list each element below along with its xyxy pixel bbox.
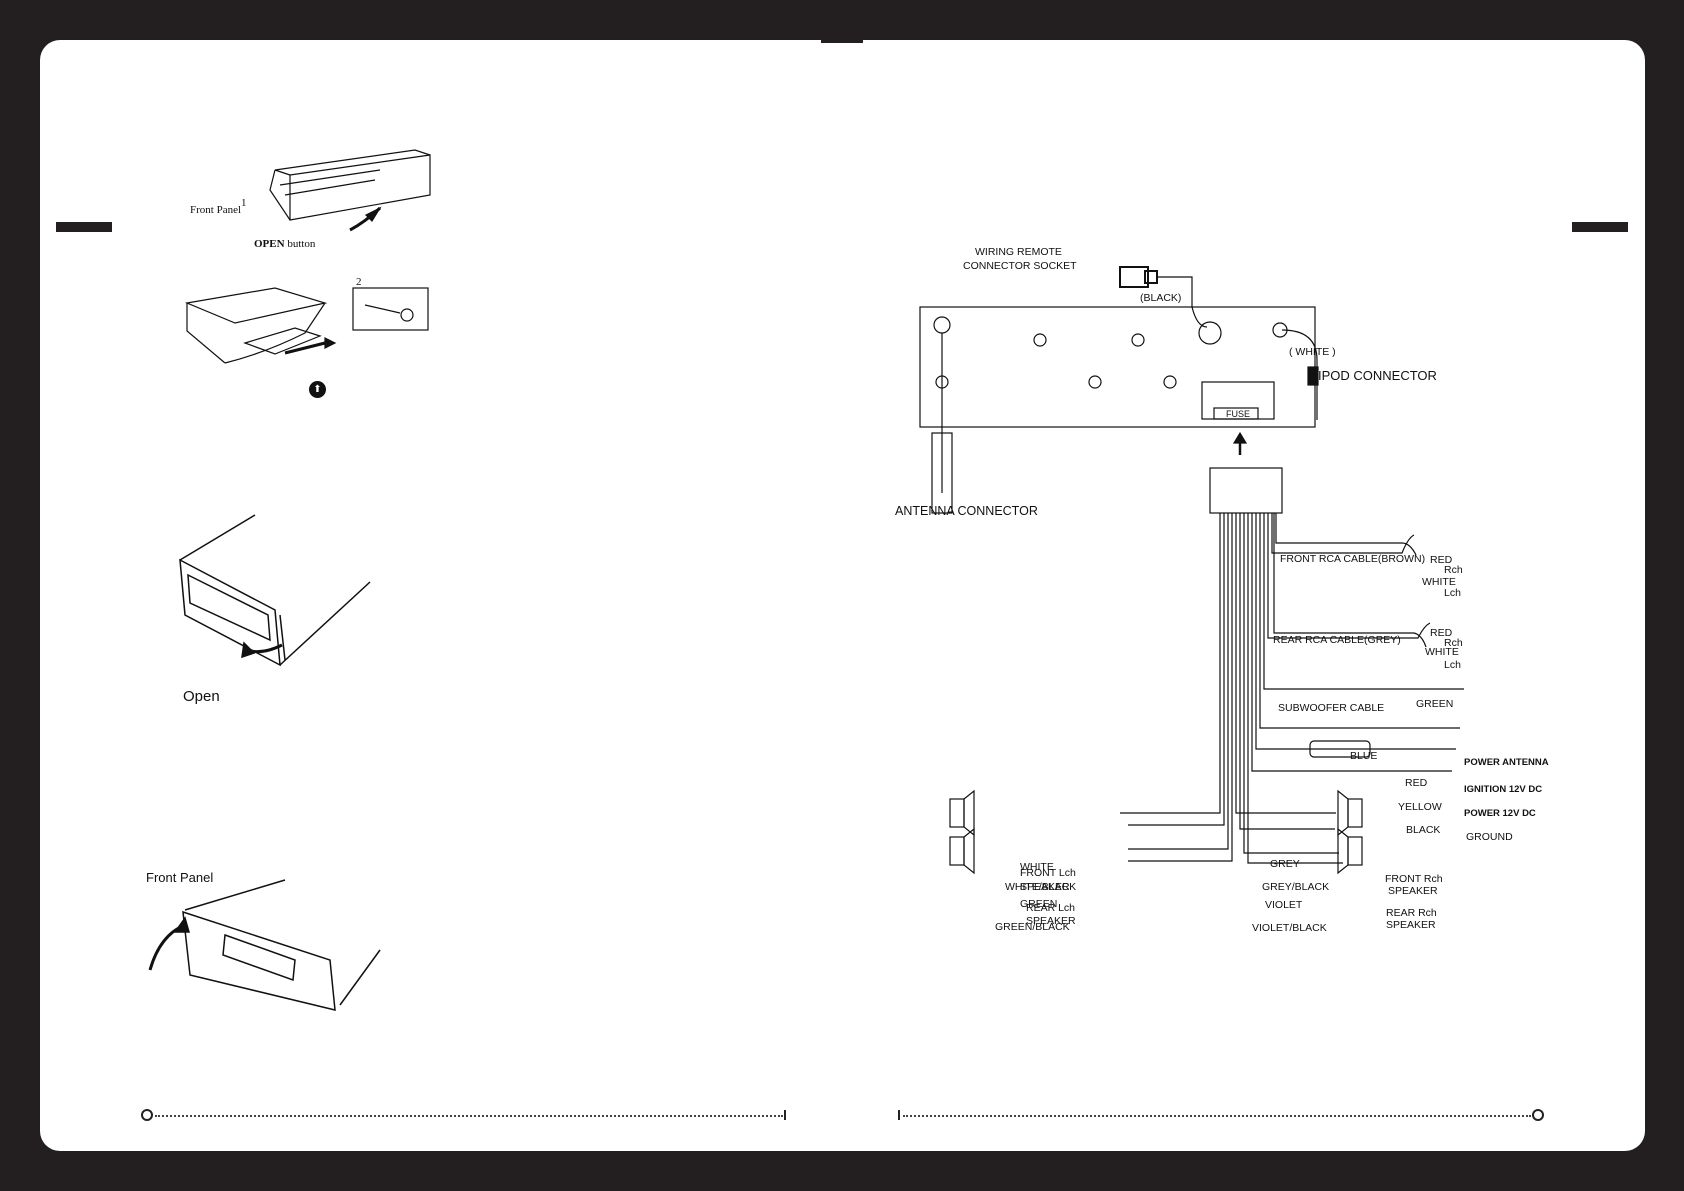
rear-lch-label: REAR Lch xyxy=(1026,902,1076,914)
rear-rca-label: REAR RCA CABLE(GREY) xyxy=(1273,634,1401,646)
front-lch-label: FRONT Lch xyxy=(1020,867,1076,879)
head-unit-chassis xyxy=(919,306,1316,428)
blue-label: BLUE xyxy=(1350,750,1377,762)
rear-rch: Rch xyxy=(1444,637,1463,649)
left-page-tab xyxy=(56,222,112,232)
subwoofer-label: SUBWOOFER CABLE xyxy=(1278,702,1384,714)
rear-rch-label: REAR Rch xyxy=(1386,907,1437,919)
rear-white: WHITE xyxy=(1425,646,1459,658)
power-12v-label: POWER 12V DC xyxy=(1464,808,1536,819)
right-page-tab xyxy=(1572,222,1628,232)
open-word: OPEN xyxy=(254,238,285,250)
rear-rch-speaker: SPEAKER xyxy=(1386,919,1436,931)
step-1-number: 1 xyxy=(241,197,247,209)
figure-attach-panel xyxy=(148,879,381,1011)
front-lch-speaker: SPEAKER xyxy=(1020,881,1070,893)
white-label: ( WHITE ) xyxy=(1289,346,1336,358)
wire-grey-black: GREY/BLACK xyxy=(1262,881,1329,893)
wiring-diagram: WIRING REMOTE CONNECTOR SOCKET (BLACK) (… xyxy=(895,246,1549,934)
ignition-label: IGNITION 12V DC xyxy=(1464,784,1542,795)
right-footer-ring xyxy=(1532,1109,1544,1121)
front-panel-label-2: Front Panel xyxy=(146,870,214,885)
release-symbol: ⬆ xyxy=(309,381,326,398)
right-footer-dotted-rule xyxy=(903,1115,1531,1117)
yellow-label: YELLOW xyxy=(1398,801,1442,813)
harness-bundle xyxy=(1120,513,1464,864)
button-word: button xyxy=(287,238,316,250)
fuse-label: FUSE xyxy=(1226,409,1250,419)
figure-open-button xyxy=(269,149,431,232)
step-2-number: 2 xyxy=(356,276,362,288)
left-footer-ring xyxy=(141,1109,153,1121)
figure-remove-panel xyxy=(184,287,429,364)
rear-lch: Lch xyxy=(1444,659,1461,671)
remote-socket-line2: CONNECTOR SOCKET xyxy=(963,260,1077,272)
left-footer-end xyxy=(784,1110,786,1120)
figure-open-panel xyxy=(179,514,371,667)
right-footer-start xyxy=(898,1110,900,1120)
binding-notch xyxy=(821,40,863,43)
front-rch-label: FRONT Rch xyxy=(1385,873,1443,885)
black-label: (BLACK) xyxy=(1140,292,1181,304)
ipod-connector-label: IPOD CONNECTOR xyxy=(1318,368,1437,383)
ignition-red: RED xyxy=(1405,777,1428,789)
wire-green: GREEN xyxy=(1020,898,1057,910)
rear-lch-speaker: SPEAKER xyxy=(1026,915,1076,927)
subwoofer-green: GREEN xyxy=(1416,698,1453,710)
front-white: WHITE xyxy=(1422,576,1456,588)
front-rch-speaker: SPEAKER xyxy=(1388,885,1438,897)
rear-red: RED xyxy=(1430,627,1453,639)
ground-label: GROUND xyxy=(1466,831,1513,843)
front-panel-label: Front Panel xyxy=(190,204,242,216)
front-lch: Lch xyxy=(1444,587,1461,599)
wire-white: WHITE xyxy=(1020,861,1054,873)
wire-violet-black: VIOLET/BLACK xyxy=(1252,922,1327,934)
wiring-harness-plug xyxy=(1209,467,1283,514)
wire-grey: GREY xyxy=(1270,858,1300,870)
open-label: Open xyxy=(183,688,220,705)
wire-violet: VIOLET xyxy=(1265,899,1303,911)
front-red: RED xyxy=(1430,554,1453,566)
black-wire-label: BLACK xyxy=(1406,824,1440,836)
left-footer-dotted-rule xyxy=(155,1115,783,1117)
power-antenna-label: POWER ANTENNA xyxy=(1464,757,1549,768)
wire-green-black: GREEN/BLACK xyxy=(995,921,1070,933)
front-rca-label: FRONT RCA CABLE(BROWN) xyxy=(1280,553,1425,565)
open-button-label: OPEN button xyxy=(254,238,315,250)
manual-spread xyxy=(40,40,1645,1151)
wire-white-black: WHITE/BLACK xyxy=(1005,881,1076,893)
remote-socket-line1: WIRING REMOTE xyxy=(975,246,1062,258)
antenna-connector-label: ANTENNA CONNECTOR xyxy=(895,504,1038,518)
front-rch: Rch xyxy=(1444,564,1463,576)
